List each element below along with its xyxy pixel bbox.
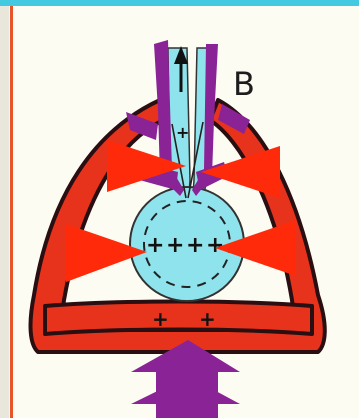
panel-letter: B — [233, 65, 255, 103]
inner-wall-band — [45, 302, 312, 335]
plus-sign-cavity-1: + — [146, 233, 164, 258]
left-border-line — [10, 6, 13, 418]
plus-sign-cavity-3: + — [186, 233, 204, 258]
plus-sign-cavity-2: + — [166, 233, 184, 258]
plus-sign-wall-right: + — [199, 307, 216, 331]
left-edge-gray — [0, 6, 9, 418]
top-border-stripe — [0, 0, 359, 6]
plus-sign-cavity-4: + — [206, 233, 224, 258]
plus-sign-wall-left: + — [152, 307, 169, 331]
plus-sign-vessel: + — [176, 123, 189, 142]
